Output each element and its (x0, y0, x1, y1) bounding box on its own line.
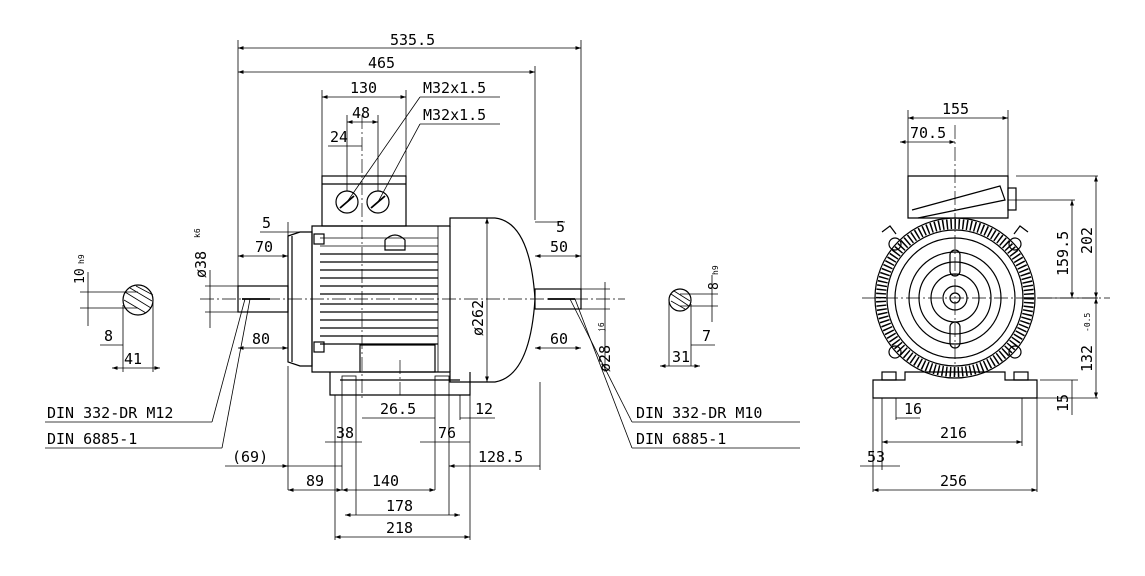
dim-foot-26-5: 26.5 (380, 400, 416, 418)
dim-15: 15 (1054, 394, 1072, 412)
dim-front-key-width: 10 (73, 268, 88, 284)
dim-24: 24 (330, 128, 348, 146)
dim-rear-shaft-tolerance: j6 (597, 322, 606, 332)
dim-front-shaft-tolerance: k6 (193, 228, 202, 238)
foot-block (359, 344, 436, 373)
label-gland-thread-2: M32x1.5 (423, 106, 486, 124)
dim-89: 89 (306, 472, 324, 490)
dim-70-5: 70.5 (910, 124, 946, 142)
dim-178: 178 (386, 497, 413, 515)
dim-front-shaft-height: 41 (124, 350, 142, 368)
end-shaft (942, 285, 968, 311)
label-gland-thread-1: M32x1.5 (423, 79, 486, 97)
dim-rear-key-height: 7 (702, 327, 711, 345)
dim-flange-69: (69) (232, 448, 268, 466)
dim-256: 256 (940, 472, 967, 490)
terminal-box (321, 175, 407, 227)
dim-foot-12: 12 (475, 400, 493, 418)
label-rear-key: DIN 6885-1 (636, 430, 726, 448)
dim-front-80: 80 (252, 330, 270, 348)
dim-155: 155 (942, 100, 969, 118)
dim-140: 140 (372, 472, 399, 490)
side-view: 535.5 465 130 48 24 M32x1.5 M32x1.5 5 70… (45, 31, 800, 540)
foot-hole-right (434, 375, 450, 396)
dim-16: 16 (904, 400, 922, 418)
dim-202: 202 (1078, 227, 1096, 254)
end-terminal-box (907, 175, 1009, 219)
dim-front-step-5: 5 (262, 214, 271, 232)
dim-132-tolerance: -0.5 (1083, 313, 1092, 332)
end-frame-inner (886, 229, 1024, 367)
dim-rear-key-width: 8 (707, 282, 722, 290)
dim-128-5: 128.5 (478, 448, 523, 466)
dim-465: 465 (368, 54, 395, 72)
dim-rear-60: 60 (550, 330, 568, 348)
dim-front-shaft-diameter: ø38 (192, 251, 210, 278)
dim-132: 132 (1078, 345, 1096, 372)
dim-48: 48 (352, 104, 370, 122)
dim-rear-shaft-height: 31 (672, 348, 690, 366)
dim-216: 216 (940, 424, 967, 442)
lifting-eye (384, 234, 406, 251)
cooling-fins (320, 237, 438, 345)
dim-front-key-height: 8 (104, 327, 113, 345)
motor-body (311, 217, 536, 383)
dim-rear-key-tolerance: h9 (711, 265, 720, 275)
dim-body-diameter: ø262 (469, 300, 487, 336)
label-front-centre-hole: DIN 332-DR M12 (47, 404, 173, 422)
bolt-front-top (313, 233, 325, 245)
dim-130: 130 (350, 79, 377, 97)
label-rear-centre-hole: DIN 332-DR M10 (636, 404, 762, 422)
dim-535-5: 535.5 (390, 31, 435, 49)
front-key-section: 10 h9 8 41 (73, 254, 160, 372)
label-front-key: DIN 6885-1 (47, 430, 137, 448)
dim-rear-step-5: 5 (556, 218, 565, 236)
rear-shaft (534, 288, 582, 310)
dim-front-key-tolerance: h9 (77, 254, 86, 264)
bolt-front-bottom (313, 341, 325, 353)
dim-foot-76: 76 (438, 424, 456, 442)
rear-key-section: 8 h9 7 31 (660, 265, 722, 368)
dim-front-70: 70 (255, 238, 273, 256)
dim-159-5: 159.5 (1054, 231, 1072, 276)
dim-foot-38: 38 (336, 424, 354, 442)
dim-53: 53 (867, 448, 885, 466)
foot-hole-left (341, 375, 357, 396)
end-view: 159.5 202 132 -0.5 15 155 70.5 16 216 53… (860, 100, 1110, 492)
end-frame-outer (874, 217, 1036, 379)
dim-rear-50: 50 (550, 238, 568, 256)
dim-218: 218 (386, 519, 413, 537)
